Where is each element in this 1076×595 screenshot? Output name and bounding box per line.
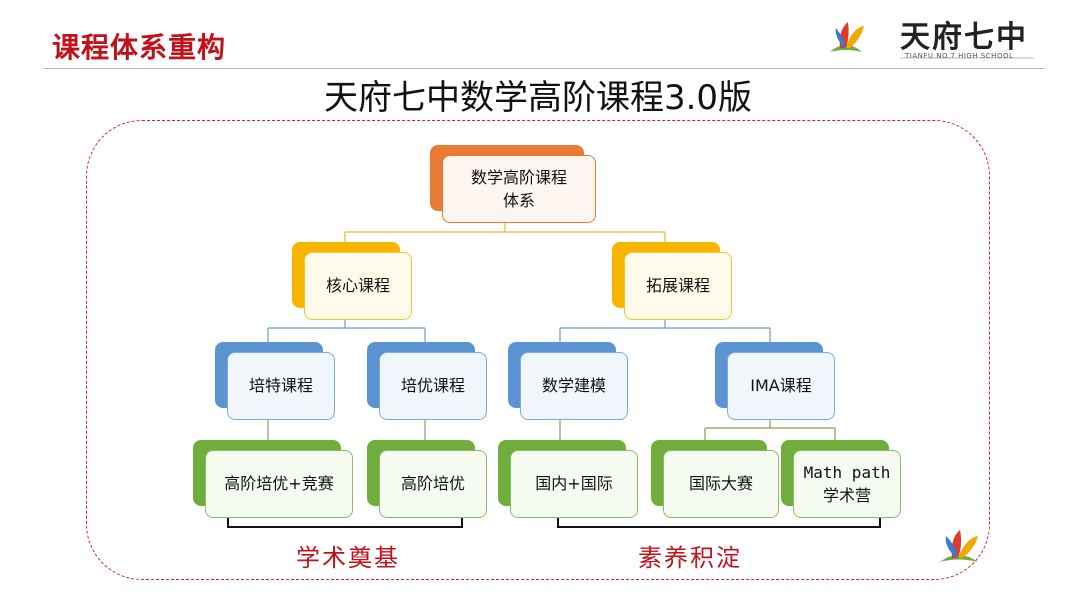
left-bracket-label: 学术奠基 — [296, 544, 400, 572]
node-ima-label: IMA课程 — [727, 352, 835, 420]
node-guoji-dasai: 国际大赛 — [651, 440, 779, 520]
left-bracket — [227, 517, 463, 528]
node-gaojie-peiyou: 高阶培优 — [367, 440, 487, 520]
node-guonei-guoji-label: 国内+国际 — [510, 450, 638, 518]
flower-logo-icon — [940, 530, 978, 562]
logo-subtext: TIANFU NO.7 HIGH SCHOOL — [905, 52, 1014, 60]
node-peiyou-label: 培优课程 — [379, 352, 487, 420]
node-peite-label: 培特课程 — [227, 352, 335, 420]
header-divider — [44, 68, 1044, 69]
node-extend-label: 拓展课程 — [624, 252, 732, 320]
node-extend: 拓展课程 — [612, 242, 742, 322]
node-guonei-guoji: 国内+国际 — [498, 440, 638, 520]
node-shuxue-jianmo-label: 数学建模 — [520, 352, 628, 420]
level3-connectors — [267, 420, 836, 440]
node-core-label: 核心课程 — [304, 252, 412, 320]
diagram-title: 天府七中数学高阶课程3.0版 — [323, 78, 753, 118]
node-peiyou: 培优课程 — [367, 342, 487, 422]
node-math-path: Math path 学术营 — [781, 440, 901, 520]
node-shuxue-jianmo: 数学建模 — [508, 342, 628, 422]
flower-icon — [830, 22, 864, 52]
node-root: 数学高阶课程 体系 — [430, 145, 596, 223]
node-math-path-label: Math path 学术营 — [793, 450, 901, 518]
node-gaojie-jingsai: 高阶培优+竞赛 — [193, 440, 353, 520]
right-bracket-label: 素养积淀 — [638, 544, 742, 572]
node-core: 核心课程 — [292, 242, 422, 322]
logo-text: 天府七中 — [900, 20, 1028, 55]
node-peite: 培特课程 — [215, 342, 335, 422]
node-gaojie-jingsai-label: 高阶培优+竞赛 — [205, 450, 353, 518]
brackets — [227, 517, 881, 528]
node-guoji-dasai-label: 国际大赛 — [663, 450, 779, 518]
node-ima: IMA课程 — [715, 342, 835, 422]
right-bracket — [557, 517, 881, 528]
node-gaojie-peiyou-label: 高阶培优 — [379, 450, 487, 518]
node-root-label: 数学高阶课程 体系 — [442, 155, 596, 223]
level2-connectors — [267, 320, 771, 342]
school-logo — [830, 22, 1034, 59]
section-title: 课程体系重构 — [52, 31, 227, 64]
dashed-frame — [86, 120, 990, 580]
